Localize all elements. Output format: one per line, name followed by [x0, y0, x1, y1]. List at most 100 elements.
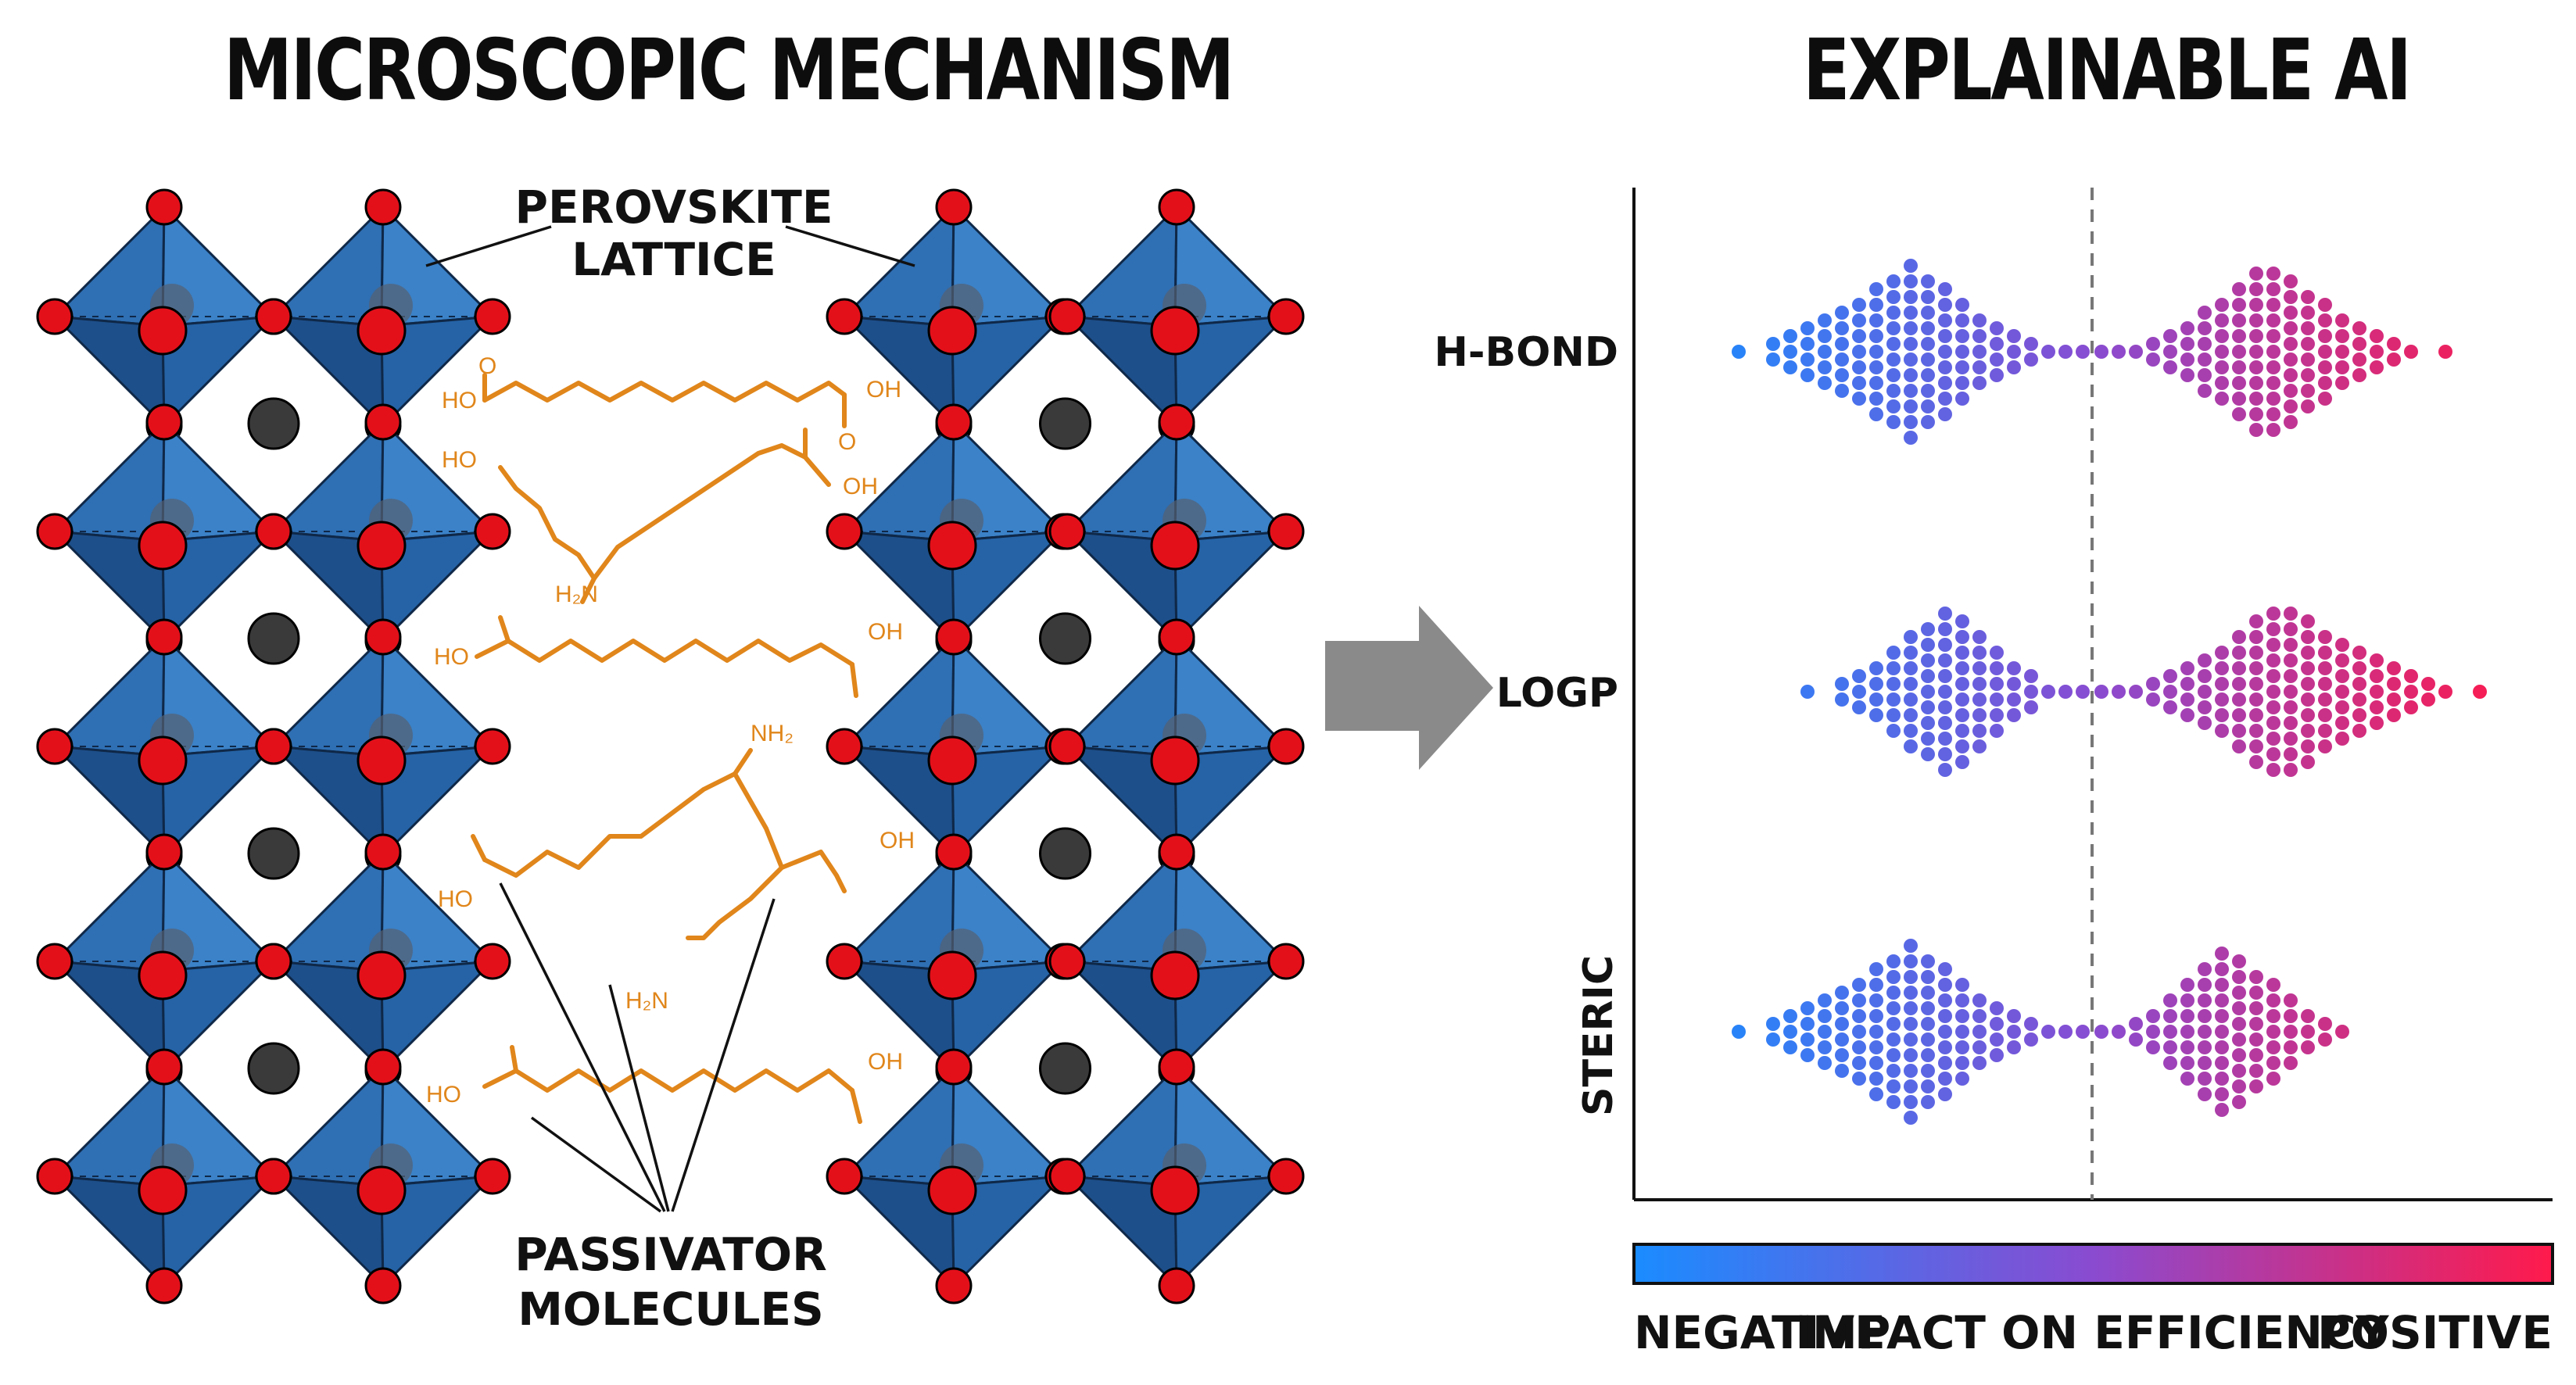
swarm-point — [2094, 685, 2108, 699]
swarm-point — [2318, 646, 2332, 660]
swarm-point — [1921, 1017, 1935, 1031]
swarm-point — [2301, 646, 2315, 660]
swarm-point — [1955, 1025, 1969, 1039]
swarm-point — [1955, 329, 1969, 343]
oxygen-atom — [474, 943, 511, 980]
swarm-point — [2198, 653, 2212, 667]
carbonyl-o-label-2: O — [838, 429, 856, 455]
swarm-point — [2198, 993, 2212, 1007]
swarm-point — [2284, 290, 2298, 304]
oxygen-atom — [1150, 306, 1200, 356]
swarm-point — [1904, 353, 1918, 367]
swarm-point — [2232, 630, 2246, 644]
swarm-point — [2163, 700, 2177, 714]
swarm-point — [1904, 306, 1918, 320]
swarm-point — [2318, 630, 2332, 644]
swarm-point — [1904, 1017, 1918, 1031]
oxygen-atom — [1158, 833, 1195, 871]
swarm-point — [2094, 345, 2108, 359]
oxygen-atom — [1267, 943, 1305, 980]
swarm-point — [2301, 724, 2315, 738]
swarm-point — [1990, 661, 2004, 675]
swarm-point — [2404, 700, 2418, 714]
swarm-point — [2232, 1064, 2246, 1078]
swarm-point — [1886, 692, 1901, 707]
swarm-point — [1852, 685, 1866, 699]
swarm-point — [2266, 716, 2280, 730]
swarm-point — [1921, 1079, 1935, 1093]
swarm-point — [2335, 638, 2349, 652]
swarm-point — [2473, 685, 2487, 699]
swarm-point — [1852, 978, 1866, 992]
oxygen-atom — [1048, 943, 1086, 980]
swarm-point — [1921, 1048, 1935, 1062]
swarm-point — [1955, 630, 1969, 644]
oxygen-atom — [356, 950, 407, 1000]
swarm-point — [1886, 1048, 1901, 1062]
oxygen-atom — [1267, 513, 1305, 550]
oxygen-atom — [138, 1165, 188, 1215]
swarm-point — [1886, 677, 1901, 691]
molecule-chain-4 — [482, 771, 784, 940]
swarm-point — [2387, 337, 2401, 351]
swarm-point — [1938, 282, 1952, 296]
swarm-point — [1990, 1017, 2004, 1031]
swarm-point — [1904, 646, 1918, 660]
swarm-point — [1938, 1056, 1952, 1070]
swarm-point — [2129, 1017, 2143, 1031]
swarm-point — [2180, 677, 2194, 691]
swarm-point — [1955, 692, 1969, 707]
swarm-point — [2249, 1079, 2263, 1093]
amine-nh2-label: NH₂ — [751, 721, 794, 746]
swarm-point — [1990, 1001, 2004, 1015]
swarm-point — [1990, 368, 2004, 382]
oxygen-atom — [474, 728, 511, 765]
molecule-chain-1 — [482, 381, 847, 403]
swarm-point — [1972, 739, 1987, 753]
swarm-point — [2180, 1040, 2194, 1054]
swarm-point — [1886, 1032, 1901, 1047]
swarm-point — [1835, 321, 1849, 335]
swarm-point — [1972, 630, 1987, 644]
swarm-point — [1921, 368, 1935, 382]
swarm-point — [2215, 1025, 2229, 1039]
swarm-point — [2249, 282, 2263, 296]
oxygen-atom — [255, 513, 292, 550]
swarm-point — [2041, 345, 2055, 359]
swarm-point — [2163, 685, 2177, 699]
swarm-point — [1852, 345, 1866, 359]
swarm-point — [1990, 321, 2004, 335]
left-panel-title: MICROSCOPIC MECHANISM — [224, 22, 1234, 120]
swarm-point — [1818, 1056, 1832, 1070]
swarm-point — [2112, 1025, 2126, 1039]
swarm-point — [2266, 993, 2280, 1007]
swarm-point — [2266, 392, 2280, 406]
swarm-point — [2215, 376, 2229, 390]
swarm-point — [1886, 646, 1901, 660]
swarm-point — [1904, 739, 1918, 753]
swarm-point — [1886, 970, 1901, 984]
swarm-point — [2198, 337, 2212, 351]
swarm-point — [2335, 376, 2349, 390]
swarm-point — [2215, 1087, 2229, 1101]
octahedron — [255, 403, 511, 660]
swarm-point — [2318, 345, 2332, 359]
swarm-point — [2232, 1017, 2246, 1031]
swarm-point — [2335, 653, 2349, 667]
swarm-point — [2007, 1040, 2021, 1054]
swarm-point — [1955, 708, 1969, 722]
swarm-point — [1938, 1025, 1952, 1039]
swarm-point — [2215, 692, 2229, 707]
swarm-point — [2301, 677, 2315, 691]
swarm-point — [2249, 392, 2263, 406]
oxygen-atom — [927, 521, 977, 571]
swarm-point — [2301, 1025, 2315, 1039]
oxygen-atom — [1158, 1267, 1195, 1304]
swarm-point — [1921, 732, 1935, 746]
swarm-point — [2076, 685, 2090, 699]
swarm-point — [1852, 1009, 1866, 1023]
a-site-cation — [1039, 397, 1091, 450]
swarm-point — [2284, 415, 2298, 429]
swarm-point — [2215, 962, 2229, 976]
swarm-point — [1818, 1025, 1832, 1039]
